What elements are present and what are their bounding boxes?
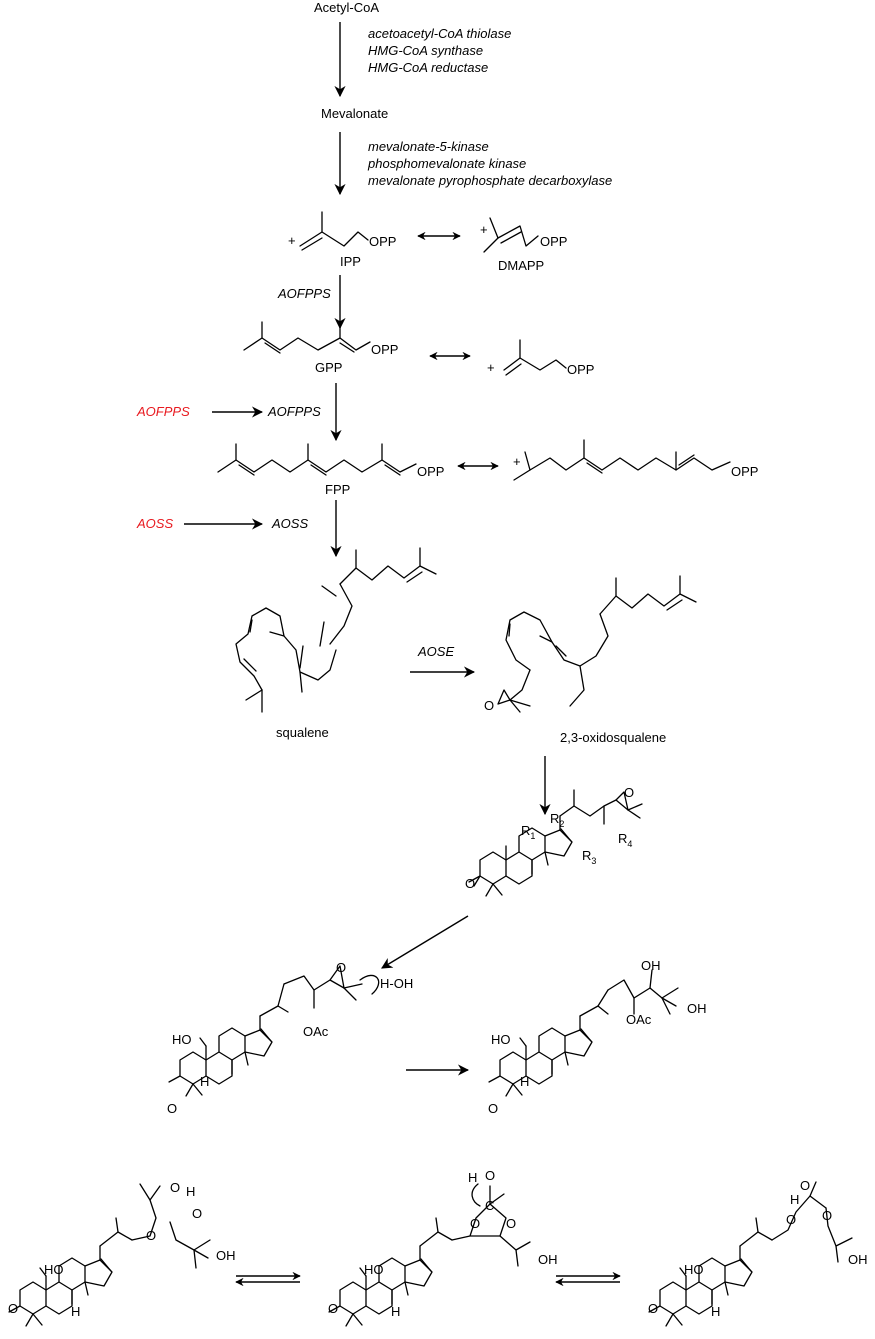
- epoxide-oxygen: O: [484, 698, 494, 713]
- diol-product-structure: [488, 969, 679, 1097]
- equilibrium-arrows-2: [555, 1271, 621, 1287]
- enzyme-mevalonate-pyrophosphate-decarboxylase: mevalonate pyrophosphate decarboxylase: [368, 173, 612, 188]
- acetal-3-oxygen-3: O: [822, 1208, 832, 1223]
- arrow-skeleton-to-epoxide-intermediate: [381, 915, 469, 969]
- ipp-label: IPP: [340, 254, 361, 269]
- acetal-3-h: H: [711, 1304, 720, 1319]
- oxidosqualene-label: 2,3-oxidosqualene: [560, 730, 666, 745]
- acetal-3-oxygen-2: O: [800, 1178, 810, 1193]
- fpp-label: FPP: [325, 482, 350, 497]
- svg-text:OPP: OPP: [540, 234, 567, 249]
- triterpene-skeleton-structure: [468, 789, 643, 897]
- svg-text:R1: R1: [521, 823, 535, 841]
- triterpene-epoxide-oxygen: O: [624, 785, 634, 800]
- diol-product-oh-1: OH: [641, 958, 661, 973]
- acetal-2-hydroxyl: HO: [364, 1262, 384, 1277]
- dmapp-label: DMAPP: [498, 258, 544, 273]
- svg-text:OPP: OPP: [417, 464, 444, 479]
- enzyme-aoss: AOSS: [271, 516, 308, 531]
- r1-label: R1: [521, 823, 535, 841]
- acetal-1-h-bond: H: [186, 1184, 195, 1199]
- enzyme-hmg-coa-reductase: HMG-CoA reductase: [368, 60, 488, 75]
- svg-text:OPP: OPP: [371, 342, 398, 357]
- acetal-1-oxygen-1: O: [146, 1228, 156, 1243]
- water-molecule: H-OH: [380, 976, 413, 991]
- acetal-3-hydroxyl: HO: [684, 1262, 704, 1277]
- acetal-3-oxygen-1: O: [786, 1212, 796, 1227]
- svg-text:+: +: [513, 454, 521, 469]
- acetal-3-h-bond: H: [790, 1192, 799, 1207]
- enzyme-aofpps-1: AOFPPS: [277, 286, 331, 301]
- squalene-label: squalene: [276, 725, 329, 740]
- fpp-structure: OPP: [217, 443, 444, 479]
- acetal-2-h-top: H: [468, 1170, 477, 1185]
- enzyme-aose: AOSE: [417, 644, 454, 659]
- epoxide-intermediate-epoxide-oxygen: O: [336, 960, 346, 975]
- aofpps-gene-highlight: AOFPPS: [136, 404, 190, 419]
- acetal-2-ketone: O: [328, 1301, 338, 1316]
- epoxide-intermediate-h: H: [200, 1074, 209, 1089]
- svg-text:+: +: [288, 233, 296, 248]
- oxidosqualene-structure: [497, 575, 697, 713]
- gpp-carbocation-structure: + OPP: [487, 339, 594, 377]
- equilibrium-arrows-1: [235, 1271, 301, 1287]
- acetal-1-ketone: O: [8, 1301, 18, 1316]
- mevalonate-label: Mevalonate: [321, 106, 388, 121]
- r2-label: R2: [550, 811, 564, 829]
- svg-text:+: +: [480, 222, 488, 237]
- svg-text:R2: R2: [550, 811, 564, 829]
- acetal-intermediate-3-structure: [648, 1181, 853, 1327]
- acetal-intermediate-1-structure: [8, 1183, 211, 1327]
- diol-product-ketone: O: [488, 1101, 498, 1116]
- diol-product-oh-2: OH: [687, 1001, 707, 1016]
- enzyme-aofpps-2: AOFPPS: [267, 404, 321, 419]
- aoss-gene-highlight: AOSS: [136, 516, 173, 531]
- acetal-1-oxygen-3: O: [192, 1206, 202, 1221]
- acetal-2-oh: OH: [538, 1252, 558, 1267]
- svg-text:+: +: [487, 360, 495, 375]
- fpp-carbocation-structure: + OPP: [513, 439, 758, 481]
- epoxide-intermediate-ketone: O: [167, 1101, 177, 1116]
- svg-text:R3: R3: [582, 848, 596, 866]
- svg-text:OPP: OPP: [369, 234, 396, 249]
- acetal-2-oxygen-top: O: [485, 1168, 495, 1183]
- acetyl-coa-label: Acetyl-CoA: [314, 0, 379, 15]
- acetal-3-ketone: O: [648, 1301, 658, 1316]
- acetal-2-oxygen-left: O: [470, 1216, 480, 1231]
- acetal-2-carbon: C: [485, 1198, 494, 1213]
- gpp-label: GPP: [315, 360, 342, 375]
- acetal-1-oh: OH: [216, 1248, 236, 1263]
- acetal-1-h: H: [71, 1304, 80, 1319]
- gpp-structure: OPP: [243, 321, 398, 357]
- svg-text:OPP: OPP: [567, 362, 594, 377]
- triterpene-ketone-oxygen: O: [465, 876, 475, 891]
- r3-label: R3: [582, 848, 596, 866]
- acetal-2-h: H: [391, 1304, 400, 1319]
- diol-product-h: H: [520, 1074, 529, 1089]
- acetal-1-hydroxyl: HO: [44, 1262, 64, 1277]
- svg-text:OPP: OPP: [731, 464, 758, 479]
- enzyme-hmg-coa-synthase: HMG-CoA synthase: [368, 43, 483, 58]
- epoxide-intermediate-oac: OAc: [303, 1024, 329, 1039]
- acetal-intermediate-2-structure: [328, 1183, 531, 1327]
- svg-text:R4: R4: [618, 831, 632, 849]
- enzyme-phosphomevalonate-kinase: phosphomevalonate kinase: [367, 156, 526, 171]
- epoxide-intermediate-hydroxyl: HO: [172, 1032, 192, 1047]
- diol-product-oac: OAc: [626, 1012, 652, 1027]
- enzyme-mevalonate-5-kinase: mevalonate-5-kinase: [368, 139, 489, 154]
- dmapp-structure: + OPP: [480, 217, 567, 253]
- r4-label: R4: [618, 831, 632, 849]
- acetal-2-oxygen-right: O: [506, 1216, 516, 1231]
- enzyme-acetoacetyl-coa-thiolase: acetoacetyl-CoA thiolase: [368, 26, 511, 41]
- acetal-3-oh: OH: [848, 1252, 868, 1267]
- epoxide-intermediate-structure: [168, 965, 380, 1097]
- diol-product-hydroxyl: HO: [491, 1032, 511, 1047]
- acetal-1-oxygen-2: O: [170, 1180, 180, 1195]
- squalene-structure: [235, 547, 437, 713]
- ipp-structure: + OPP: [288, 211, 396, 251]
